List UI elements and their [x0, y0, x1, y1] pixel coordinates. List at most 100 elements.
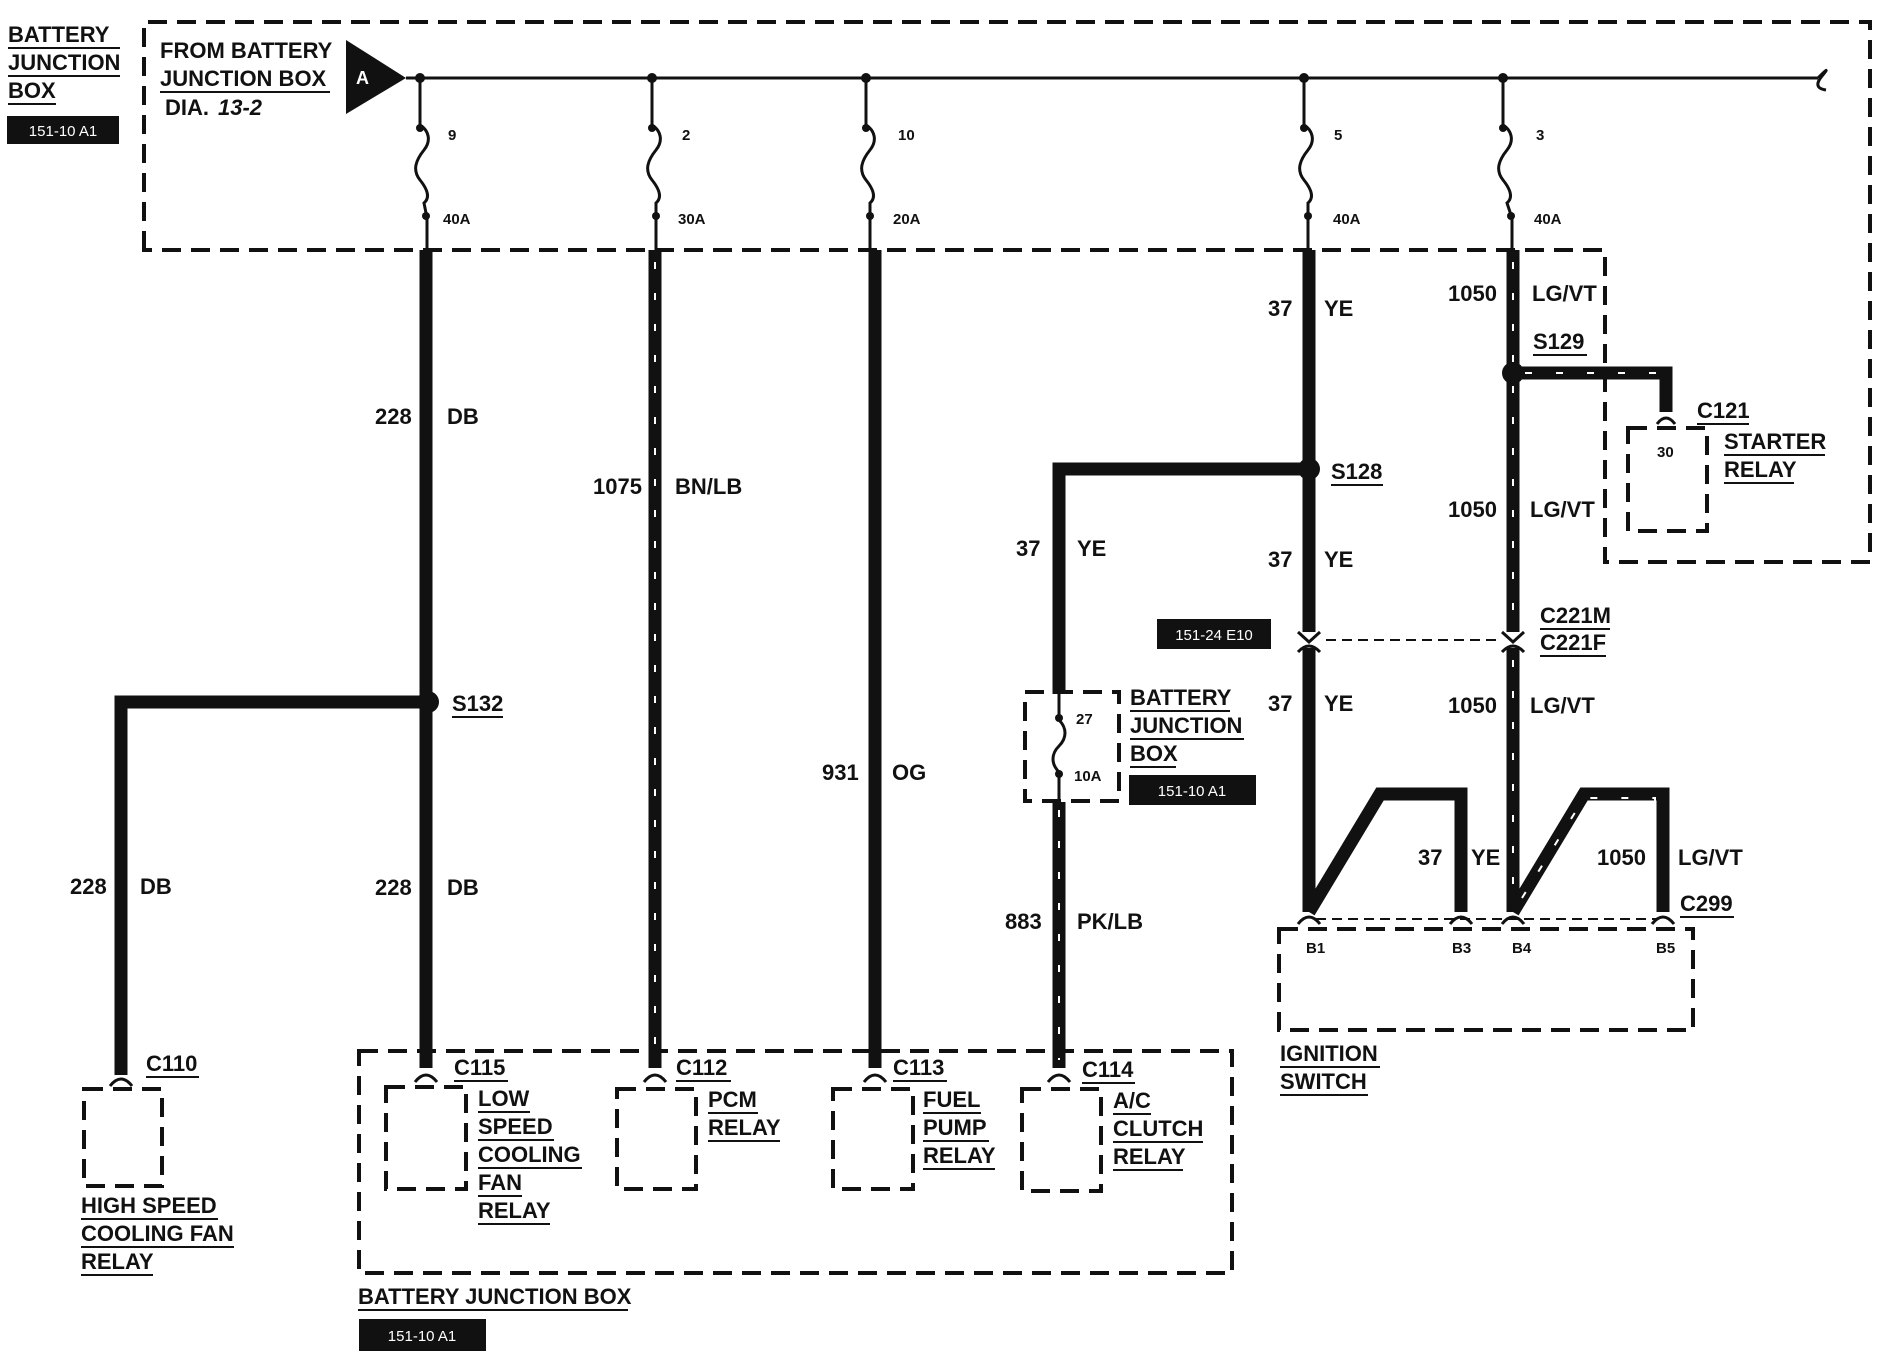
wire-label-circuit: 1050 — [1597, 845, 1646, 870]
splice-s132-label: S132 — [452, 691, 503, 716]
fuse-node — [1499, 124, 1507, 132]
ignition-line-2: SWITCH — [1280, 1069, 1367, 1094]
low-speed-line-1: LOW — [478, 1086, 530, 1111]
pcm-relay: C112 PCM RELAY — [615, 1055, 781, 1191]
ignition-line-1: IGNITION — [1280, 1041, 1378, 1066]
fuse-node — [1300, 124, 1308, 132]
ignition-switch-box — [1277, 927, 1695, 1032]
source-line-1: FROM BATTERY — [160, 38, 333, 63]
fuse-5: 5 40A — [1298, 73, 1361, 250]
connector-c110-label: C110 — [146, 1051, 197, 1076]
starter-relay-box — [1626, 426, 1709, 533]
fuse-2: 2 30A — [646, 73, 706, 250]
high-speed-line-2: COOLING FAN — [81, 1221, 234, 1246]
fuse-27-symbol — [1051, 694, 1067, 804]
wire-label-circuit: 1075 — [593, 474, 642, 499]
ign-pin-label: B3 — [1452, 940, 1471, 957]
fuse-10: 10 20A — [860, 73, 921, 250]
high-speed-fan-relay: C110 HIGH SPEED COOLING FAN RELAY — [81, 1051, 234, 1276]
wire-label-circuit: 37 — [1268, 691, 1292, 716]
wire-label-circuit: 931 — [822, 760, 859, 785]
fuse-number: 10 — [898, 127, 915, 144]
wire-label-color: YE — [1324, 296, 1353, 321]
title-block: BATTERY JUNCTION BOX 151-10 A1 — [7, 22, 120, 144]
wire-label-color: YE — [1471, 845, 1500, 870]
fuse-node — [1304, 212, 1312, 220]
ignition-switch: C299 B1 B3 B4 B5 IGNITION SWITCH — [1277, 891, 1734, 1096]
title-ref-text: 151-10 A1 — [29, 123, 97, 140]
connector-a-letter: A — [356, 68, 369, 88]
low-speed-line-4: FAN — [478, 1170, 522, 1195]
inline-box-line-1: BATTERY — [1130, 685, 1232, 710]
fuse-rating: 30A — [678, 211, 706, 228]
connector-c114-label: C114 — [1082, 1057, 1134, 1082]
fuse-node — [1055, 714, 1063, 722]
wire-label-color: LG/VT — [1530, 693, 1595, 718]
ac-line-1: A/C — [1113, 1088, 1151, 1113]
fuse-rating: 40A — [1534, 211, 1562, 228]
ign-pin-b4 — [1500, 915, 1526, 925]
fuse-3-symbol — [1497, 78, 1514, 250]
connector-a-arrow — [346, 40, 406, 114]
starter-relay-line-1: STARTER — [1724, 429, 1826, 454]
low-speed-line-2: SPEED — [478, 1114, 553, 1139]
fuse-27-number: 27 — [1076, 711, 1093, 728]
battery-junction-box-outline — [142, 20, 1872, 564]
low-speed-line-3: COOLING — [478, 1142, 581, 1167]
fuse-node — [648, 124, 656, 132]
inline-fuse-box: 27 10A BATTERY JUNCTION BOX 151-10 A1 — [1023, 685, 1256, 805]
connector-c113-pin — [862, 1073, 888, 1083]
title-line-3: BOX — [8, 78, 56, 103]
fuse-node — [652, 212, 660, 220]
fuse-number: 2 — [682, 127, 690, 144]
inline-box-ref-tag — [1129, 775, 1256, 805]
fuse-number: 9 — [448, 127, 456, 144]
title-line-2: JUNCTION — [8, 50, 120, 75]
splice-s129-label: S129 — [1533, 329, 1584, 354]
connector-c121-pin — [1655, 416, 1677, 425]
wire-label-circuit: 228 — [70, 874, 107, 899]
c221-ref-tag — [1157, 619, 1271, 649]
pcm-line-2: RELAY — [708, 1115, 781, 1140]
low-speed-fan-relay: C115 LOW SPEED COOLING FAN RELAY — [384, 1055, 582, 1225]
wire-label-color: YE — [1324, 691, 1353, 716]
high-speed-relay-box — [82, 1087, 164, 1188]
wire-label-color: YE — [1077, 536, 1106, 561]
ign-pin-label: B4 — [1512, 940, 1532, 957]
fuse-rating: 40A — [1333, 211, 1361, 228]
source-line-2: JUNCTION BOX — [160, 66, 327, 91]
connector-c112-pin — [642, 1073, 668, 1083]
splice-s132-dot — [417, 691, 439, 713]
wire-label-color: OG — [892, 760, 926, 785]
ign-pin-label: B5 — [1656, 940, 1675, 957]
title-line-1: BATTERY — [8, 22, 110, 47]
ac-clutch-relay: C114 A/C CLUTCH RELAY — [1020, 1057, 1203, 1193]
high-speed-line-3: RELAY — [81, 1249, 154, 1274]
source-block: FROM BATTERY JUNCTION BOX DIA. 13-2 A — [160, 38, 406, 120]
fuel-pump-relay-box — [831, 1087, 915, 1191]
fuse-9: 9 40A — [414, 73, 471, 250]
fuel-pump-relay: C113 FUEL PUMP RELAY — [831, 1055, 996, 1191]
wire-label-circuit: 37 — [1016, 536, 1040, 561]
wire-label-color: YE — [1324, 547, 1353, 572]
connector-c114-pin — [1046, 1073, 1072, 1083]
wire-1050-starter — [1513, 366, 1673, 412]
pcm-relay-box — [615, 1087, 698, 1191]
bottom-box-label: BATTERY JUNCTION BOX — [358, 1284, 632, 1309]
fuse-5-symbol — [1298, 78, 1314, 250]
splice-s128-dot — [1298, 458, 1320, 480]
title-ref-tag — [7, 116, 119, 144]
fuse-rating: 40A — [443, 211, 471, 228]
fuse-node — [862, 124, 870, 132]
connector-c110-pin — [108, 1077, 134, 1087]
bottom-box-ref-tag — [359, 1319, 486, 1351]
ign-pin-label: B1 — [1306, 940, 1325, 957]
connector-c299-label: C299 — [1680, 891, 1733, 916]
connector-c113-label: C113 — [893, 1055, 944, 1080]
wire-label-circuit: 228 — [375, 404, 412, 429]
fuse-2-symbol — [646, 78, 662, 250]
fuse-number: 3 — [1536, 127, 1544, 144]
wire-label-color: BN/LB — [675, 474, 742, 499]
bottom-battery-junction-box — [357, 1049, 1234, 1275]
